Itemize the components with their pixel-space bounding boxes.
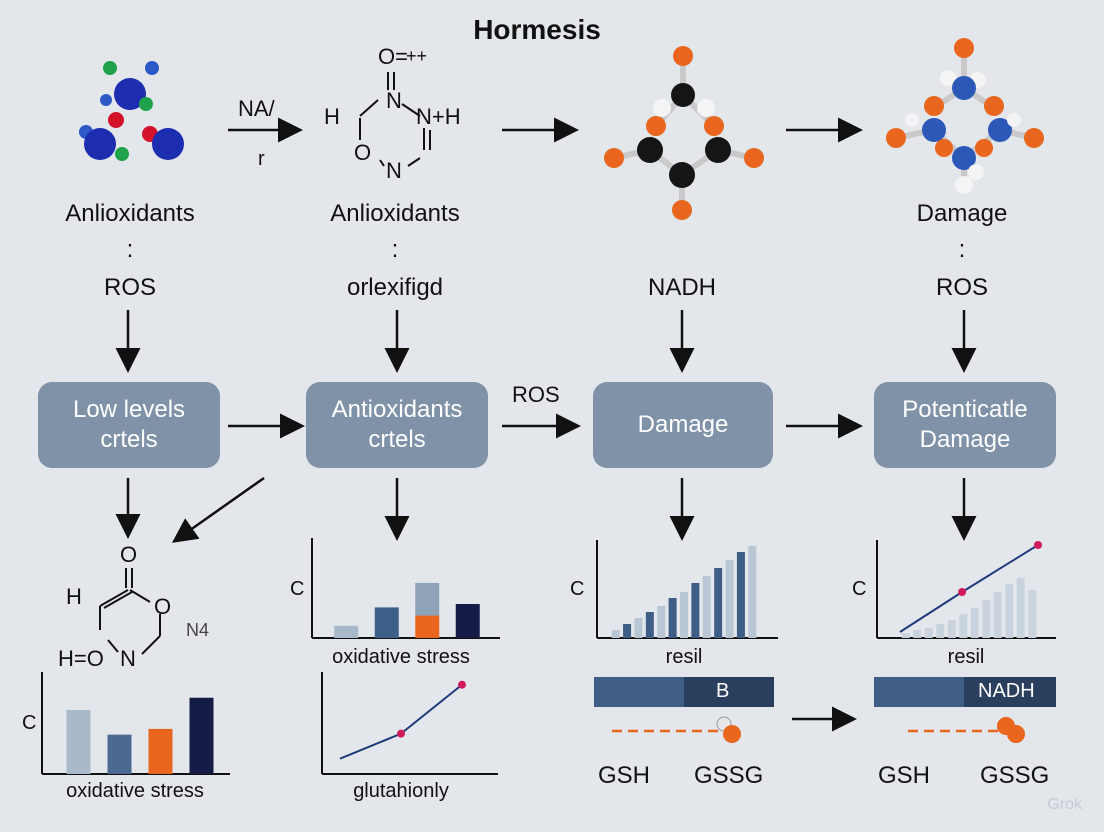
molecule-4: [886, 38, 1044, 194]
c1-bar-2: [148, 728, 173, 774]
status-bar-1-label: B: [716, 680, 730, 702]
c2-bar-top-2: [415, 582, 440, 616]
c5-bg-bar-6: [970, 608, 979, 638]
chart5-xlabel: resil: [947, 646, 985, 668]
gssg-label-1: GSSG: [694, 762, 764, 789]
mol2-n1: N: [386, 88, 402, 113]
col4-sub: ROS: [935, 274, 988, 301]
molecule-5: [99, 568, 161, 655]
mol5-ho: H=O: [58, 646, 104, 671]
arrow-label-ros: ROS: [512, 382, 560, 407]
mol2-n2: N: [386, 158, 402, 183]
c4-bar-0: [611, 630, 620, 638]
c4-bar-10: [725, 560, 734, 638]
mol2-o: O=: [378, 44, 408, 69]
c4-bar-1: [623, 624, 632, 638]
col1-sub: ROS: [103, 274, 156, 301]
gsh-label-2: GSH: [878, 762, 931, 789]
c5-point-2: [1034, 541, 1042, 549]
status-bar-1: [594, 677, 774, 707]
col2-name: Anlioxidants: [330, 200, 460, 227]
brand-watermark: Grok: [1047, 796, 1082, 813]
chart2-ylabel: C: [290, 578, 305, 600]
chart3-xlabel: glutahionly: [353, 780, 449, 802]
chart4-xlabel: resil: [665, 646, 703, 668]
c4-bar-9: [714, 568, 723, 638]
c4-bar-6: [680, 592, 688, 638]
c2-bar-1: [374, 607, 399, 638]
molecule-3: [604, 46, 764, 220]
col2-separator: :: [391, 236, 399, 263]
c5-bg-bar-5: [959, 614, 968, 638]
c4-bar-5: [668, 598, 677, 638]
c3-line: [339, 683, 463, 760]
c4-bar-11: [736, 552, 745, 638]
gssg-label-2: GSSG: [980, 762, 1050, 789]
c5-bg-bar-0: [901, 633, 910, 638]
col1-separator: :: [126, 236, 134, 263]
status-bar-2: [874, 677, 1056, 707]
c5-bg-bar-4: [947, 620, 956, 638]
c4-bar-3: [645, 612, 654, 638]
mol2-o2: O: [354, 140, 372, 165]
c5-bg-bar-2: [924, 628, 933, 638]
molecule-1: [79, 61, 184, 161]
c2-bar-2: [415, 615, 440, 638]
mol2-nh: N+H: [416, 104, 461, 129]
chart4-ylabel: C: [570, 578, 585, 600]
mol5-o1: O: [120, 542, 138, 567]
mol2-h: H: [324, 104, 340, 129]
box-damage: Damage: [593, 382, 773, 468]
mol5-n4: N4: [186, 620, 210, 640]
c2-bar-0: [334, 625, 359, 638]
c5-bg-bar-11: [1028, 590, 1037, 638]
col2-sub: orlexifigd: [346, 274, 444, 301]
mol5-n: N: [120, 646, 136, 671]
c5-bg-bar-1: [913, 630, 922, 638]
c1-bar-1: [107, 734, 132, 774]
c4-bar-2: [634, 618, 643, 638]
c5-bg-bar-10: [1016, 578, 1025, 638]
mol2-plus: ++: [406, 46, 428, 66]
col3-sub: NADH: [647, 274, 716, 301]
arrow-label-top-sub: r: [258, 148, 265, 170]
c5-point-1: [958, 588, 967, 596]
c5-bg-bar-3: [936, 624, 945, 638]
arrow-label-top: NA/: [238, 96, 275, 121]
c4-bar-8: [702, 576, 711, 638]
arrows: [115, 117, 977, 732]
c1-bar-3: [189, 697, 214, 774]
c5-bg-bar-8: [993, 592, 1002, 638]
molecule-2: [359, 72, 431, 167]
gsh-label-1: GSH: [598, 762, 651, 789]
c5-bg-bar-9: [1005, 584, 1014, 638]
diagram-title: Hormesis: [473, 14, 601, 45]
chart2-xlabel: oxidative stress: [332, 646, 470, 668]
c1-bar-0: [66, 710, 91, 774]
status-bar-2-label: NADH: [978, 680, 1035, 702]
c5-bg-bar-7: [982, 600, 991, 638]
c4-bar-7: [691, 583, 700, 638]
mol5-h: H: [66, 584, 82, 609]
c3-point-1: [397, 729, 405, 738]
col1-name: Anlioxidants: [65, 200, 195, 227]
col4-name: Damage: [916, 200, 1008, 227]
chart5-ylabel: C: [852, 578, 867, 600]
c4-bar-12: [748, 546, 757, 638]
col4-separator: :: [958, 236, 966, 263]
mol5-o2: O: [154, 594, 172, 619]
dashed-links: [612, 716, 1025, 743]
c4-bar-4: [657, 606, 666, 638]
chart1-xlabel: oxidative stress: [66, 780, 204, 802]
chart1-ylabel: C: [22, 712, 37, 734]
c2-bar-3: [455, 604, 480, 638]
c3-point-2: [458, 680, 466, 689]
